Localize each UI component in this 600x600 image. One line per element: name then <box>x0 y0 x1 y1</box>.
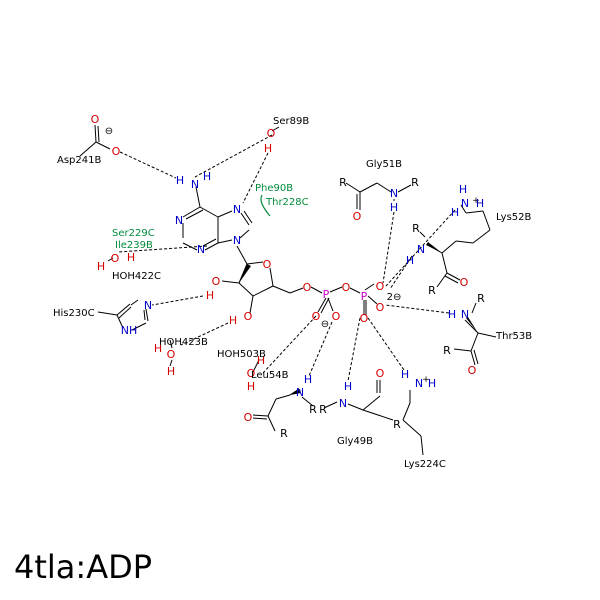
charge-minus: ⊖ <box>105 126 113 137</box>
hydrogen-atom: H <box>97 260 105 273</box>
plus-charge: + <box>472 196 480 206</box>
nitrogen-atom: N <box>339 397 347 410</box>
residue-label-ile239b: Ile239B <box>115 240 153 251</box>
oxygen-atom: O <box>244 411 253 424</box>
hydrophobic-arc <box>260 194 271 217</box>
oxygen-atom: O <box>376 367 385 380</box>
residue-label-leu54b: Leu54B <box>251 370 289 381</box>
diagram-title: 4tla:ADP <box>14 548 153 586</box>
oxygen-atom: O <box>460 276 469 289</box>
hydrogen-atom: H <box>406 254 414 267</box>
oxygen-atom: O <box>267 127 276 140</box>
r-group: R <box>411 176 419 189</box>
hydrogen-atom: H <box>428 377 436 390</box>
nitrogen-atom: N <box>144 299 152 312</box>
residue-label-ser89b: Ser89B <box>273 116 309 127</box>
hydrogen-atom: H <box>448 308 456 321</box>
r-group: R <box>412 222 420 235</box>
phosphorus-atom: P <box>323 288 330 301</box>
hydrogen-atom: H <box>176 174 184 187</box>
oxygen-atom: O <box>212 275 221 288</box>
hydrogen-atom: H <box>154 342 162 355</box>
oxygen-atom: O <box>342 281 351 294</box>
r-group: R <box>280 427 288 440</box>
oxygen-atom: O <box>112 145 121 158</box>
hydrogen-atom: H <box>206 289 214 302</box>
oxygen-atom: O <box>360 312 369 325</box>
r-group: R <box>309 403 317 416</box>
residue-label-asp241b: Asp241B <box>57 155 101 166</box>
residue-label-thr53b: Thr53B <box>495 331 532 342</box>
residue-label-hoh422c: HOH422C <box>112 271 161 282</box>
r-group: R <box>477 292 485 305</box>
hydrogen-atom: H <box>203 170 211 183</box>
hydrogen-atom: H <box>127 251 135 264</box>
oxygen-atom: O <box>353 210 362 223</box>
nitrogen-atom: N <box>415 377 423 390</box>
residue-label-gly49b: Gly49B <box>337 436 373 447</box>
residue-label-gly51b: Gly51B <box>366 159 402 170</box>
nitrogen-atom: N <box>296 386 304 399</box>
oxygen-atom: O <box>247 367 256 380</box>
hydrogen-atom: H <box>476 197 484 210</box>
oxygen-atom: O <box>167 348 176 361</box>
charge-2minus: 2⊖ <box>387 292 402 303</box>
r-group: R <box>393 418 401 431</box>
oxygen-atom: O <box>263 258 272 271</box>
oxygen-atom: O <box>332 310 341 323</box>
nitrogen-hydrogen: NH <box>121 324 138 337</box>
hydrogen-atom: H <box>401 368 409 381</box>
oxygen-atom: O <box>111 252 120 265</box>
hydrogen-bonds <box>117 134 456 382</box>
nitrogen-atom: N <box>417 243 425 256</box>
nitrogen-atom: N <box>461 308 469 321</box>
residue-label-thr228c: Thr228C <box>265 197 309 208</box>
residue-label-hoh503b: HOH503B <box>217 349 266 360</box>
r-group: R <box>428 284 436 297</box>
oxygen-atom: O <box>303 281 312 294</box>
residue-label-lys52b: Lys52B <box>496 212 532 223</box>
hydrogen-atom: H <box>459 183 467 196</box>
oxygen-atom: O <box>312 310 321 323</box>
residue-label-lys224c: Lys224C <box>404 459 446 470</box>
hydrogen-atom: H <box>390 201 398 214</box>
nitrogen-atom: N <box>233 234 241 247</box>
r-group: R <box>319 403 327 416</box>
covalent-bonds <box>79 124 497 456</box>
residue-labels: Asp241B Ser89B Gly51B Lys52B Phe90B Thr2… <box>53 116 532 470</box>
nitrogen-atom: N <box>461 197 469 210</box>
hydrogen-atom: H <box>344 380 352 393</box>
r-group: R <box>443 344 451 357</box>
stereo-wedges <box>239 242 478 395</box>
hydrogen-atom: H <box>451 206 459 219</box>
hydrogen-atom: H <box>257 354 265 367</box>
residue-label-his230c: His230C <box>53 308 95 319</box>
residue-label-phe90b: Phe90B <box>255 183 293 194</box>
nitrogen-atom: N <box>197 243 205 256</box>
nitrogen-atom: N <box>191 178 199 191</box>
charge-minus: ⊖ <box>321 319 329 330</box>
plus-charge: + <box>422 375 430 385</box>
hydrogen-atom: H <box>304 373 312 386</box>
nitrogen-atom: N <box>233 203 241 216</box>
oxygen-atom: O <box>468 364 477 377</box>
hydrogen-atom: H <box>247 380 255 393</box>
phosphorus-atom: P <box>361 290 368 303</box>
oxygen-atom: O <box>376 301 385 314</box>
oxygen-atom: O <box>244 310 253 323</box>
residue-label-ser229c: Ser229C <box>112 228 155 239</box>
nitrogen-atom: N <box>175 214 183 227</box>
r-group: R <box>339 176 347 189</box>
hydrogen-atom: H <box>264 142 272 155</box>
oxygen-atom: O <box>376 280 385 293</box>
nitrogen-atom: N <box>390 187 398 200</box>
hydrogen-atom: H <box>229 314 237 327</box>
residue-label-hoh423b: HOH423B <box>159 337 208 348</box>
hydrogen-atom: H <box>167 365 175 378</box>
atom-labels: O O ⊖ O H H N H N N N N O O H O H O P O … <box>91 113 486 440</box>
oxygen-atom: O <box>91 113 100 126</box>
